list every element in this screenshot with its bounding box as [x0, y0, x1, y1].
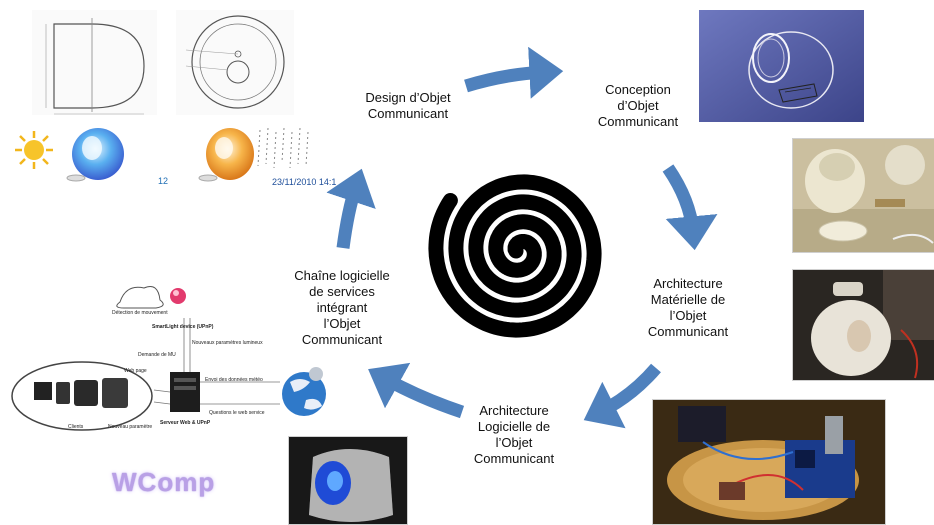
- arrow-chain-to-design: [326, 168, 376, 249]
- arrow-design-to-conception: [464, 46, 564, 99]
- network-smartlight-label: SmartLight device (UPnP): [152, 324, 214, 330]
- lamp-strip-number: 12: [158, 176, 169, 186]
- step-conception: Conception d’Objet Communicant: [597, 82, 679, 129]
- network-detection-label: Détection de mouvement: [112, 310, 168, 316]
- orange-lamp-icon: [198, 128, 254, 182]
- network-server-label: Serveur Web & UPnP: [160, 420, 211, 426]
- blue-lamp-icon: [66, 128, 124, 182]
- spiral-icon: [428, 174, 602, 338]
- network-diagram: [11, 286, 326, 431]
- cad-render-image: [699, 10, 864, 122]
- arrow-software-to-chain: [368, 362, 465, 419]
- sun-icon: [15, 131, 53, 169]
- lamp-side-drawing: [32, 10, 157, 115]
- step-software: Architecture Logicielle de l’Objet Commu…: [473, 403, 555, 466]
- network-mu-request-label: Demande de MU: [138, 352, 176, 358]
- printed-parts-photo: [792, 138, 934, 253]
- arrow-hardware-to-software: [583, 363, 661, 429]
- step-chain: Chaîne logicielle de services intégrant …: [294, 268, 390, 347]
- lamp-strip-timestamp: 23/11/2010 14:1: [272, 177, 337, 187]
- step-hardware: Architecture Matérielle de l’Objet Commu…: [647, 276, 729, 339]
- step-design: Design d’Objet Communicant: [365, 90, 451, 121]
- arrow-conception-to-hardware: [662, 164, 718, 251]
- network-send-weather-label: Envoi des données météo: [205, 377, 263, 383]
- network-web-service-label: Questions le web service: [209, 410, 265, 416]
- network-clients-label: Clients: [68, 424, 84, 430]
- lamp-top-drawing: [176, 10, 294, 115]
- network-web-page-label: Web page: [124, 368, 147, 374]
- wcomp-brand: WComp: [112, 467, 216, 497]
- lamp-prototype-photo: [792, 269, 934, 381]
- network-new-value-label: Nouveau paramètre: [108, 424, 153, 430]
- network-new-params-label: Nouveaux paramètres lumineux: [192, 340, 263, 346]
- rain-icon: [257, 127, 309, 169]
- lit-lamp-photo: [288, 436, 408, 525]
